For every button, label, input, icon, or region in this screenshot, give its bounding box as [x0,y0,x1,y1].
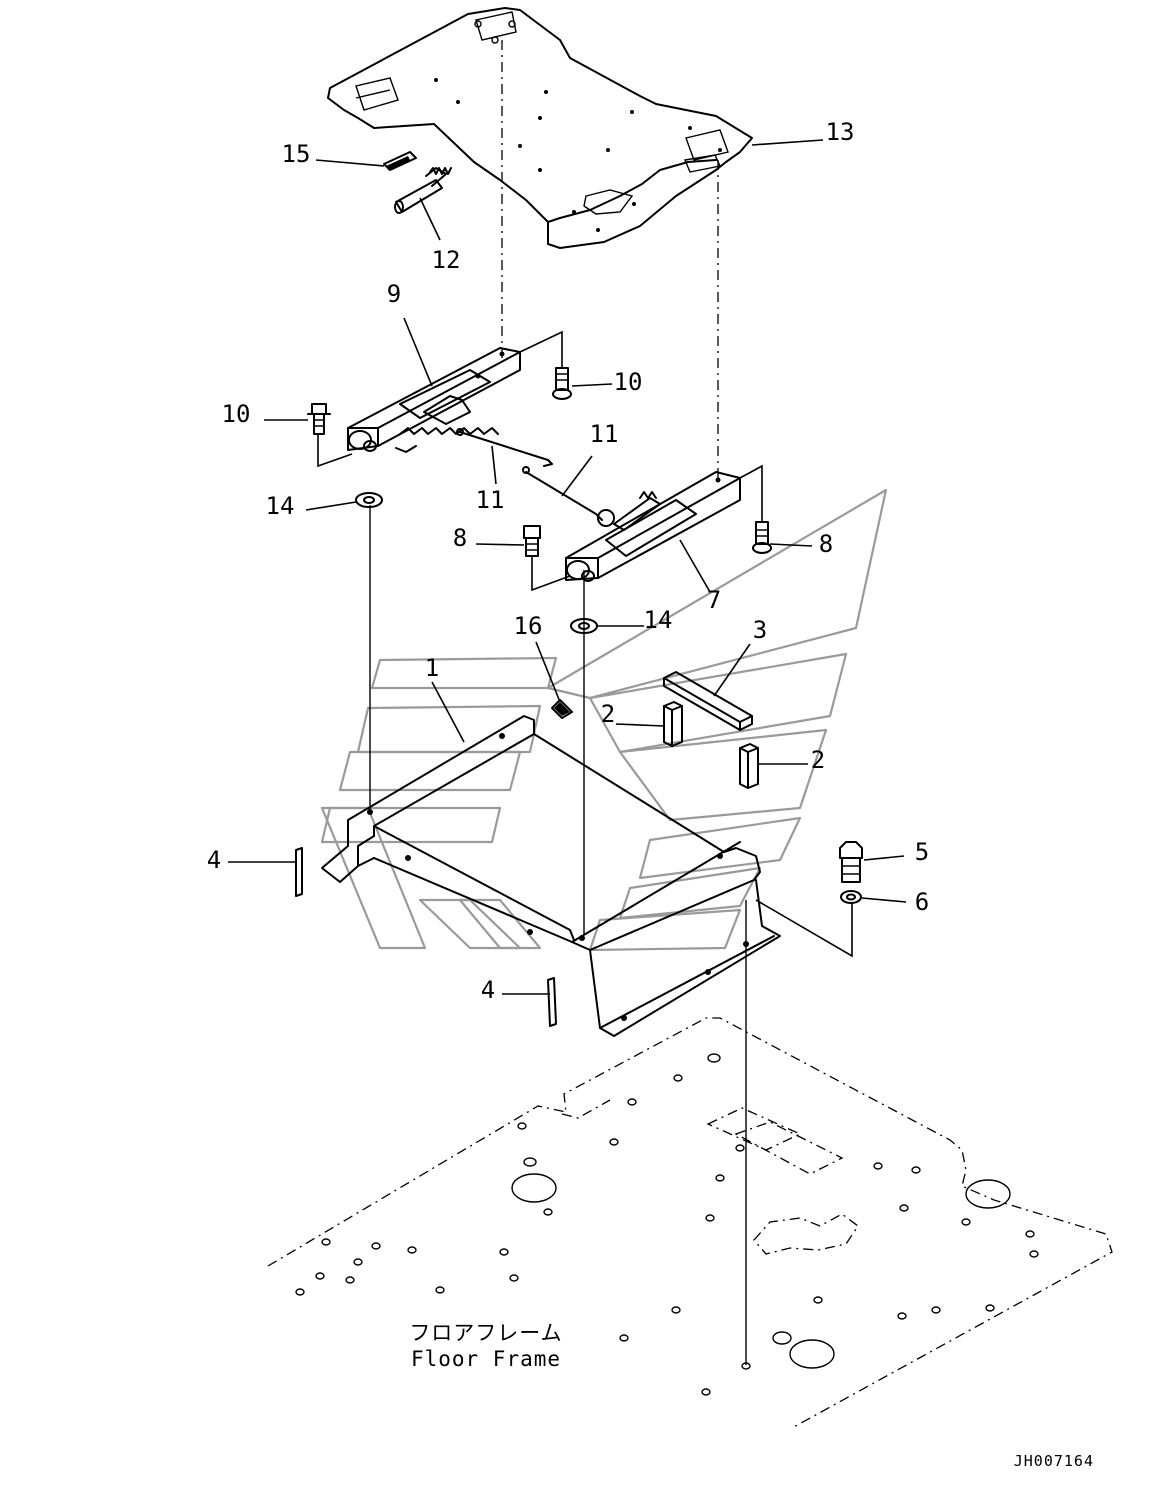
part-4-shim-left [295,847,303,897]
drawing-code: JH007164 [1014,1452,1094,1470]
callout-14: 14 [644,606,673,634]
part-13-top-plate [327,7,753,249]
watermark-logo [320,488,888,952]
callout-1: 1 [425,654,439,682]
callout-7: 7 [707,586,721,614]
leader-lines [228,139,907,995]
part-5-bolt [839,841,863,883]
part-2-spacer-a [663,701,683,747]
callout-12: 12 [432,246,461,274]
part-8-bolt-right [752,521,772,554]
callout-4: 4 [207,846,221,874]
floor-frame-label-jp: フロアフレーム [409,1321,562,1345]
callout-2: 2 [601,700,615,728]
part-11-springs [456,428,603,521]
callout-9: 9 [387,280,401,308]
callout-10: 10 [222,400,251,428]
part-14-washer-left [355,492,383,508]
callout-labels: 1 2 2 3 4 4 5 6 7 8 8 9 10 10 11 11 12 1… [207,118,929,1004]
part-7-right-slide-rail [565,471,741,582]
callout-4: 4 [481,976,495,1004]
part-3-bar [663,671,753,731]
part-4-shim-right [547,977,557,1027]
callout-8: 8 [453,524,467,552]
part-10-bolt-right [552,367,572,400]
callout-11: 11 [476,486,505,514]
callout-2: 2 [811,746,825,774]
floor-frame [267,1017,1113,1429]
alignment-lines [369,40,747,1365]
part-9-left-slide-rail [347,347,521,453]
floor-frame-label-en: Floor Frame [411,1347,561,1371]
callout-13: 13 [826,118,855,146]
part-12-pin [394,167,447,214]
part-2-spacer-b [739,743,759,789]
callout-16: 16 [514,612,543,640]
part-6-washer [840,890,862,904]
part-16-clip [551,699,573,719]
callout-5: 5 [915,838,929,866]
part-10-bolt-left [307,403,331,435]
part-1-bracket [321,715,781,1037]
callout-6: 6 [915,888,929,916]
spring-part [429,167,452,175]
callout-14: 14 [266,492,295,520]
callout-11: 11 [590,420,619,448]
callout-3: 3 [753,616,767,644]
part-15-clip [383,151,417,171]
callout-8: 8 [819,530,833,558]
callout-10: 10 [614,368,643,396]
part-8-bolt-left [523,525,541,557]
callout-15: 15 [282,140,311,168]
